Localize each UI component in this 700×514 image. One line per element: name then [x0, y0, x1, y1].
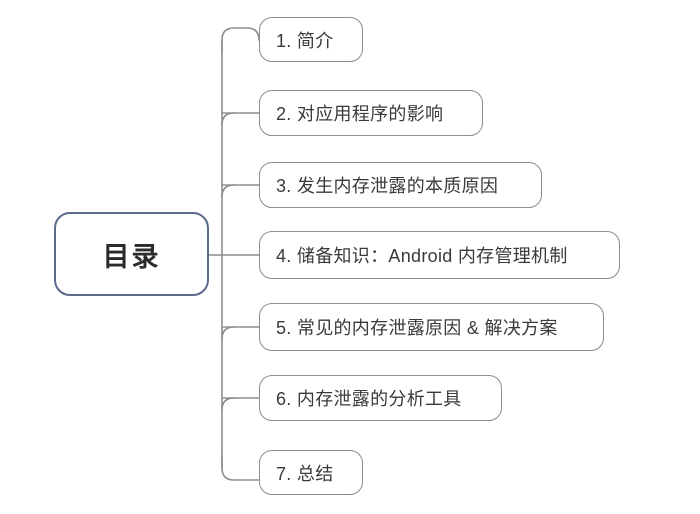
connector-branch-7 [221, 455, 260, 481]
branch-node-3[interactable]: 3. 发生内存泄露的本质原因 [259, 162, 542, 208]
root-node[interactable]: 目录 [54, 212, 209, 296]
connector-elbow-6 [221, 397, 235, 411]
branch-node-4-label: 4. 储备知识：Android 内存管理机制 [276, 246, 568, 266]
connector-elbow-5 [221, 326, 235, 340]
root-node-label: 目录 [102, 241, 161, 272]
branch-node-3-label: 3. 发生内存泄露的本质原因 [276, 176, 499, 196]
branch-node-2[interactable]: 2. 对应用程序的影响 [259, 90, 483, 136]
branch-node-1-label: 1. 简介 [276, 30, 334, 51]
branch-node-6-label: 6. 内存泄露的分析工具 [276, 389, 462, 409]
branch-node-4[interactable]: 4. 储备知识：Android 内存管理机制 [259, 231, 620, 279]
branch-node-2-label: 2. 对应用程序的影响 [276, 104, 444, 124]
connector-elbow-3 [221, 184, 235, 198]
branch-node-7[interactable]: 7. 总结 [259, 450, 363, 495]
branch-node-1[interactable]: 1. 简介 [259, 17, 363, 62]
connector-elbow-2 [221, 112, 235, 126]
branch-node-6[interactable]: 6. 内存泄露的分析工具 [259, 375, 502, 421]
branch-node-5-label: 5. 常见的内存泄露原因 & 解决方案 [276, 318, 558, 338]
branch-node-5[interactable]: 5. 常见的内存泄露原因 & 解决方案 [259, 303, 604, 351]
branch-node-7-label: 7. 总结 [276, 463, 334, 484]
connector-branch-1 [221, 27, 260, 53]
